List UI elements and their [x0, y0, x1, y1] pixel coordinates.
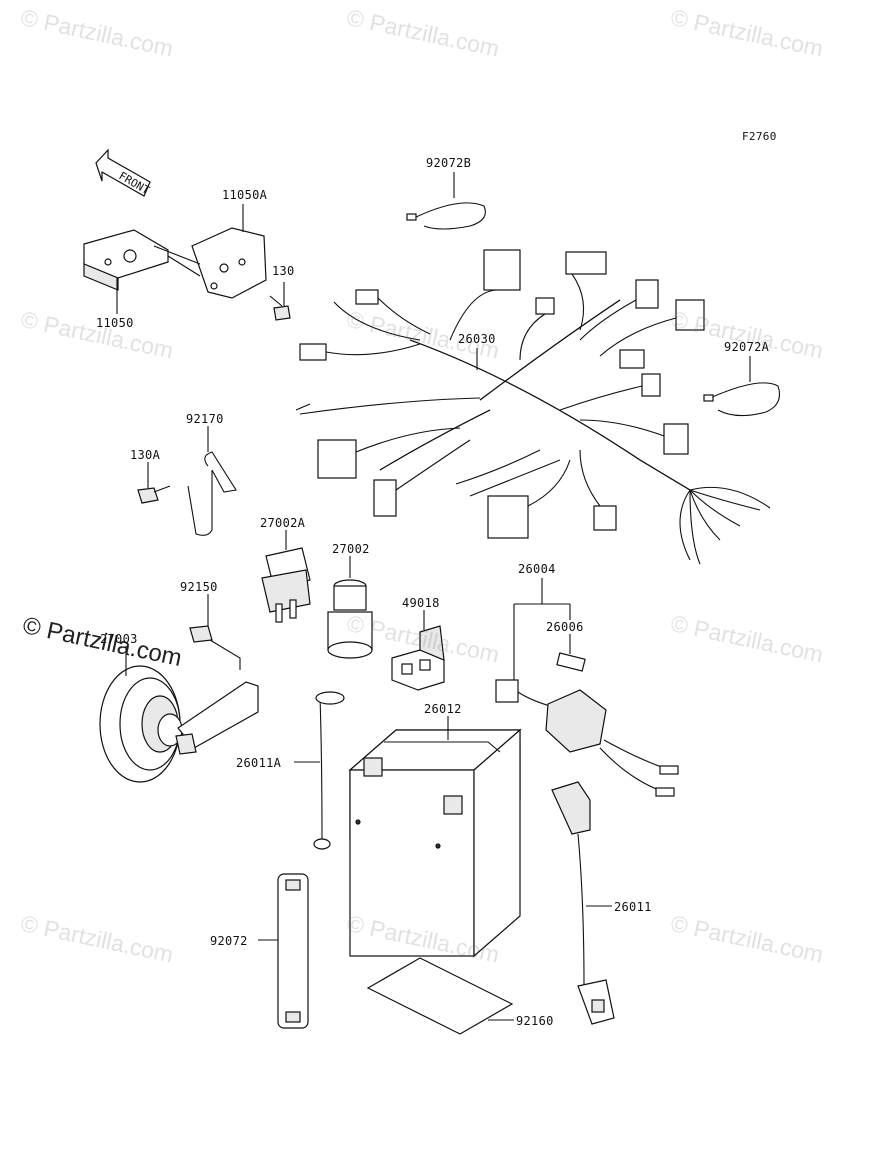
part-label-11050: 11050: [96, 316, 134, 330]
bracket-part: [83, 227, 267, 299]
switch-27002-part: [327, 579, 373, 659]
part-label-92072B: 92072B: [426, 156, 472, 170]
battery-26012-part: [348, 728, 522, 958]
figure-code: F2760: [742, 130, 777, 143]
part-label-27002: 27002: [332, 542, 370, 556]
part-label-26011A: 26011A: [236, 756, 282, 770]
fuse-holder-26004-part: [495, 679, 679, 797]
horn-27003-part: [99, 665, 259, 783]
part-label-92072: 92072: [210, 934, 248, 948]
part-label-26012: 26012: [424, 702, 462, 716]
part-label-27002A: 27002A: [260, 516, 306, 530]
cable-tie-92072B: [406, 202, 486, 230]
cable-26011A-part: [313, 691, 345, 850]
part-label-92160: 92160: [516, 1014, 554, 1028]
main-harness-26030: [295, 249, 771, 565]
part-label-26030: 26030: [458, 332, 496, 346]
part-label-92170: 92170: [186, 412, 224, 426]
part-label-92072A: 92072A: [724, 340, 770, 354]
part-label-26011: 26011: [614, 900, 652, 914]
part-label-92150: 92150: [180, 580, 218, 594]
cable-tie-92072A: [703, 382, 781, 417]
cable-26011-part: [551, 781, 615, 1025]
part-label-130A: 130A: [130, 448, 161, 462]
part-label-130: 130: [272, 264, 295, 278]
bolt-92150-part: [189, 625, 213, 643]
bolt-130-part: [269, 295, 291, 321]
part-label-26006: 26006: [546, 620, 584, 634]
fuse-26006-part: [556, 652, 586, 672]
part-label-49018: 49018: [402, 596, 440, 610]
part-label-11050A: 11050A: [222, 188, 268, 202]
relay-27002A-part: [261, 547, 311, 623]
hook-92170-part: [187, 451, 237, 536]
part-label-27003: 27003: [100, 632, 138, 646]
connector-49018-part: [391, 625, 445, 691]
strap-92072-part: [277, 873, 309, 1029]
mat-92160-part: [366, 957, 514, 1035]
part-label-26004: 26004: [518, 562, 556, 576]
front-arrow-icon: FRONT: [95, 148, 152, 197]
bolt-130A-part: [137, 485, 171, 504]
